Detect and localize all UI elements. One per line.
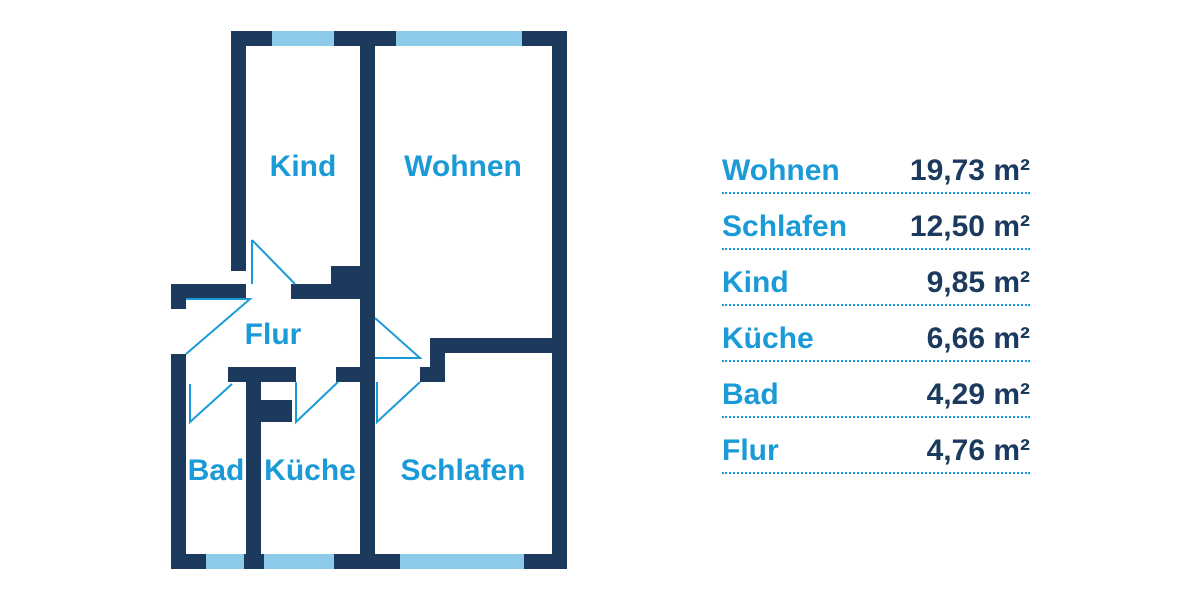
window-bad	[206, 554, 244, 569]
room-label-wohnen: Wohnen	[404, 150, 522, 183]
wall-bad-left	[171, 354, 186, 569]
area-name: Flur	[722, 434, 779, 467]
room-label-schlafen: Schlafen	[400, 454, 525, 487]
area-name: Kind	[722, 266, 789, 299]
area-name: Wohnen	[722, 154, 840, 187]
wall-corner-block	[331, 266, 375, 299]
door-kueche	[295, 381, 339, 425]
room-label-kind: Kind	[270, 150, 337, 183]
area-value: 12,50 m²	[909, 210, 1030, 243]
wall-kueche-block	[246, 400, 292, 422]
wall-kueche-schlafen	[360, 367, 375, 569]
door-kind	[251, 239, 296, 285]
door-wohnen	[374, 317, 423, 359]
area-value: 9,85 m²	[926, 266, 1030, 299]
wall-wohnen-right	[552, 31, 567, 569]
window-wohnen	[396, 31, 522, 46]
windows	[206, 31, 524, 569]
wall-bad-kueche	[246, 367, 261, 569]
area-value: 6,66 m²	[926, 322, 1030, 355]
area-row: Bad 4,29 m²	[722, 362, 1030, 418]
door-entrance	[185, 298, 253, 355]
area-row: Küche 6,66 m²	[722, 306, 1030, 362]
wall-kind-left	[231, 31, 246, 271]
door-bad	[189, 383, 233, 425]
window-kind	[272, 31, 334, 46]
door-schlafen	[376, 381, 421, 425]
area-value: 19,73 m²	[909, 154, 1030, 187]
window-kueche	[264, 554, 334, 569]
area-row: Kind 9,85 m²	[722, 250, 1030, 306]
wall-kind-wohnen	[360, 31, 375, 367]
area-name: Bad	[722, 378, 779, 411]
wall-flur-left-stub	[171, 284, 186, 309]
area-name: Schlafen	[722, 210, 848, 243]
wall-wohnen-bottom	[430, 338, 567, 353]
area-row: Flur 4,76 m²	[722, 418, 1030, 474]
area-table: Wohnen 19,73 m² Schlafen 12,50 m² Kind 9…	[722, 138, 1030, 474]
window-schlafen	[400, 554, 524, 569]
doors	[185, 239, 423, 425]
wall-schlafen-notch-h	[420, 367, 445, 382]
wall-flur-bottom-left	[228, 367, 296, 382]
wall-flur-top-left	[171, 284, 246, 299]
room-label-bad: Bad	[188, 454, 245, 487]
area-value: 4,76 m²	[926, 434, 1030, 467]
area-row: Schlafen 12,50 m²	[722, 194, 1030, 250]
room-labels: Kind Wohnen Flur Bad Küche Schlafen	[188, 150, 526, 487]
room-label-kueche: Küche	[264, 454, 356, 487]
room-label-flur: Flur	[245, 318, 302, 351]
area-row: Wohnen 19,73 m²	[722, 138, 1030, 194]
area-value: 4,29 m²	[926, 378, 1030, 411]
area-name: Küche	[722, 322, 814, 355]
